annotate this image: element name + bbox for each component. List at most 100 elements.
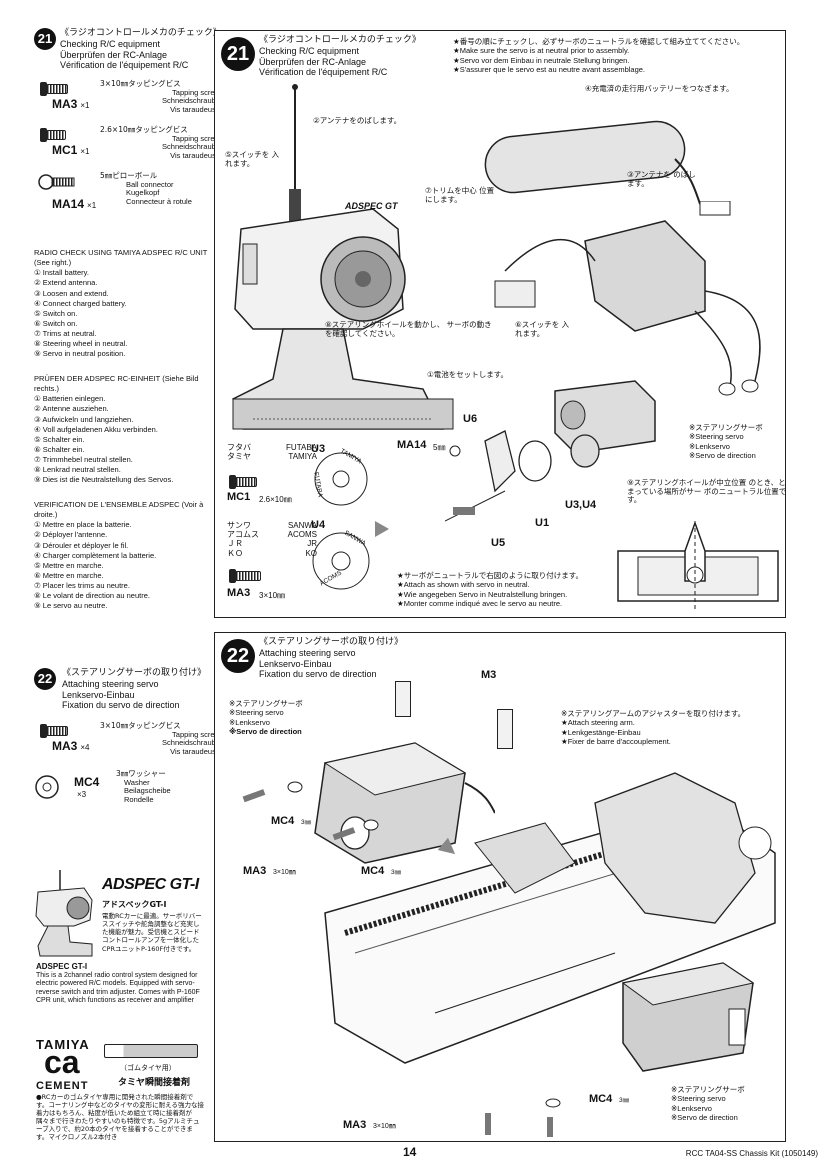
note-de: ★Servo vor dem Einbau in neutrale Stellu… xyxy=(453,55,630,65)
servo-label-de: ※Lenkservo xyxy=(689,441,730,451)
instruction-item: ⑧ Le volant de direction au neutre. xyxy=(34,591,150,601)
instruction-item: ⑥ Switch on. xyxy=(34,318,78,328)
servo-label-de: ※Lenkservo xyxy=(229,717,270,727)
instruction-item: ① Mettre en place la batterie. xyxy=(34,520,132,530)
step-title-jp: 《ラジオコントロールメカのチェック》 xyxy=(259,35,421,45)
part-label-u4: U4 xyxy=(311,519,326,531)
model-code: RCC TA04-SS Chassis Kit (1050149) xyxy=(685,1148,818,1158)
callout-4: ④充電済の走行用バッテリーをつなぎます。 xyxy=(585,84,734,93)
cement-brand: TAMIYA xyxy=(36,1037,90,1052)
part-size: 3㎜ワッシャー xyxy=(116,769,166,778)
servo-label-jp: ※ステアリングサーボ xyxy=(671,1085,745,1094)
instruction-item: ① Batterien einlegen. xyxy=(34,394,106,404)
servo-label-jp: ※ステアリングサーボ xyxy=(229,699,303,708)
transmitter-brand-label: ADSPEC GT xyxy=(345,201,398,211)
servo-label-jp: ※ステアリングサーボ xyxy=(689,423,763,432)
tapping-screw-icon xyxy=(40,724,68,738)
servo-saver-parts-illustration xyxy=(445,430,600,522)
transmitter-illustration xyxy=(232,84,454,430)
instructions-heading: RADIO CHECK USING TAMIYA ADSPEC R/C UNIT… xyxy=(34,248,208,268)
part-label-ma3: MA3 xyxy=(227,587,251,599)
instruction-item: ⑤ Switch on. xyxy=(34,308,78,318)
arm-notes: ※ステアリングアームのアジャスターを取り付けます。 ★Attach steeri… xyxy=(561,709,783,747)
screw-washer-icon xyxy=(485,1098,561,1137)
note-en: ★Attach as shown with servo in neutral. xyxy=(397,580,530,590)
step-title-en: Attaching steering servo xyxy=(259,647,356,658)
ad-body: This is a 2channel radio control system … xyxy=(36,972,200,1005)
instructions-en: RADIO CHECK USING TAMIYA ADSPEC R/C UNIT… xyxy=(34,248,219,359)
instruction-item: ⑤ Schalter ein. xyxy=(34,434,85,444)
servo-label-de: ※Lenkservo xyxy=(671,1103,712,1113)
step-number-badge: 22 xyxy=(34,668,56,690)
part-label-mc1: MC1 xyxy=(227,491,251,503)
part-size: 5㎜ピローボール xyxy=(100,171,158,180)
instruction-item: ⑦ Placer les trims au neutre. xyxy=(34,581,130,590)
servo-label: ※ステアリングサーボ ※Steering servo ※Lenkservo ※S… xyxy=(229,699,303,737)
part-label-mc4: MC4 xyxy=(271,815,295,827)
step22-panel: 22 《ステアリングサーボの取り付け》 Attaching steering s… xyxy=(214,632,786,1142)
servo-label-fr: ※Servo de direction xyxy=(689,451,756,461)
step-title-en: Checking R/C equipment xyxy=(259,45,360,56)
part-size: 3×10㎜ xyxy=(259,591,286,600)
part-label-mc4: MC4 xyxy=(589,1093,613,1105)
ad-text-jp: 電動RCカーに最適。サーボリバーススイッチや舵角調整など充実した機能が魅力。受信… xyxy=(102,912,202,953)
instructions-heading: PRÜFEN DER ADSPEC RC-EINHEIT (Siehe Bild… xyxy=(34,374,199,394)
brand-jp: サンワ xyxy=(227,521,251,530)
part-size: 3㎜ xyxy=(301,819,312,826)
note-fr: ★Fixer de barre d'accouplement. xyxy=(561,737,671,747)
step-title-fr: Vérification de l'équipement R/C xyxy=(60,60,189,71)
adspec-ad: ADSPEC GT-I アドスペックGT-I 電動RCカーに最適。サーボリバース… xyxy=(34,870,202,1022)
part-size: 5㎜ xyxy=(433,443,446,452)
ad-brand-jp: アドスペックGT-I xyxy=(102,900,167,909)
part-size: 3㎜ xyxy=(391,869,402,876)
part-size: 2.6×10㎜タッピングビス xyxy=(100,125,188,134)
part-qty: ×1 xyxy=(80,101,90,110)
instruction-item: ⑨ Servo in neutral position. xyxy=(34,349,126,359)
parts-item-mc4: MC4×3 3㎜ワッシャー Washer Beilagscheibe Ronde… xyxy=(34,769,214,806)
attach-notes: ★サーボがニュートラルで右図のように取り付けます。 ★Attach as sho… xyxy=(397,571,617,609)
parts-item-mc1: MC1×1 2.6×10㎜タッピングビス Tapping screw Schne… xyxy=(38,125,220,162)
part-qty: ×1 xyxy=(87,201,97,210)
part-size: 3×10㎜ xyxy=(373,1123,396,1130)
part-name-de: Kugelkopf xyxy=(126,188,160,198)
note-jp: ※ステアリングアームのアジャスターを取り付けます。 xyxy=(561,709,746,718)
servo-label-en: ※Steering servo xyxy=(229,708,284,718)
cement-body-jp: ●RCカーのゴムタイヤ専用に開発された瞬間接着剤です。コーナリング中などのタイヤ… xyxy=(36,1093,204,1141)
cement-tube-note: （ゴムタイヤ用） xyxy=(120,1064,176,1072)
instruction-item: ③ Aufwickeln und langziehen. xyxy=(34,414,134,424)
step-title-jp: 《ステアリングサーボの取り付け》 xyxy=(62,668,207,678)
note-en: ★Attach steering arm. xyxy=(561,718,635,728)
part-name-en: Washer xyxy=(124,777,150,787)
brand-en: TAMIYA xyxy=(288,452,317,462)
servo-label-en: ※Steering servo xyxy=(689,432,744,442)
part-size: 3×10㎜ xyxy=(273,869,296,876)
page-number: 14 xyxy=(403,1145,417,1160)
instruction-item: ⑧ Lenkrad neutral stellen. xyxy=(34,465,121,475)
servo-label: ※ステアリングサーボ ※Steering servo ※Lenkservo ※S… xyxy=(689,423,763,461)
part-name-en: Tapping screw xyxy=(172,729,220,739)
tapping-screw-icon xyxy=(40,82,68,96)
step-title-jp: 《ステアリングサーボの取り付け》 xyxy=(259,637,404,647)
cement-logo: ca xyxy=(44,1044,80,1080)
ad-brand: ADSPEC GT-I xyxy=(102,876,199,893)
step22-left-header: 22 《ステアリングサーボの取り付け》 Attaching steering s… xyxy=(34,668,214,711)
cement-title-jp: タミヤ瞬間接着剤 xyxy=(118,1078,191,1088)
brand-en: ACOMS xyxy=(287,530,317,540)
part-name-de: Schneidschraube xyxy=(162,142,220,152)
step-title-de: Lenkservo-Einbau xyxy=(259,658,332,669)
instruction-item: ⑨ Dies ist die Neutralstellung des Servo… xyxy=(34,475,174,485)
part-name-en: Ball connector xyxy=(126,179,174,189)
part-name-de: Beilagscheibe xyxy=(124,786,171,796)
part-label-ma14: MA14 xyxy=(397,439,427,451)
brand-en: SANWA xyxy=(287,521,317,530)
part-code: MA3 xyxy=(52,739,78,753)
parts-item-ma3: MA3×4 3×10㎜タッピングビス Tapping screw Schneid… xyxy=(38,721,220,758)
step-number-badge: 21 xyxy=(34,28,56,50)
servo-illustration xyxy=(554,380,656,454)
cement-word: CEMENT xyxy=(36,1080,89,1092)
part-label-u5: U5 xyxy=(491,537,506,549)
part-name-de: Schneidschraube xyxy=(162,96,220,106)
instruction-item: ② Extend antenna. xyxy=(34,278,98,288)
part-size: 3㎜ xyxy=(619,1097,630,1104)
